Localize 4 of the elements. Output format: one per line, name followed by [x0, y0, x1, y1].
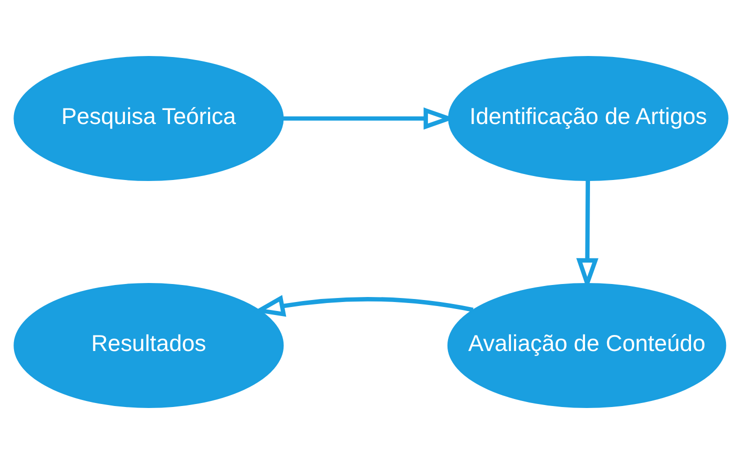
node-ellipse: Identificação de Artigos	[448, 56, 728, 180]
node-ellipse: Pesquisa Teórica	[14, 56, 284, 180]
node-ellipse: Avaliação de Conteúdo	[447, 282, 726, 408]
node-ellipse: Resultados	[14, 282, 284, 408]
